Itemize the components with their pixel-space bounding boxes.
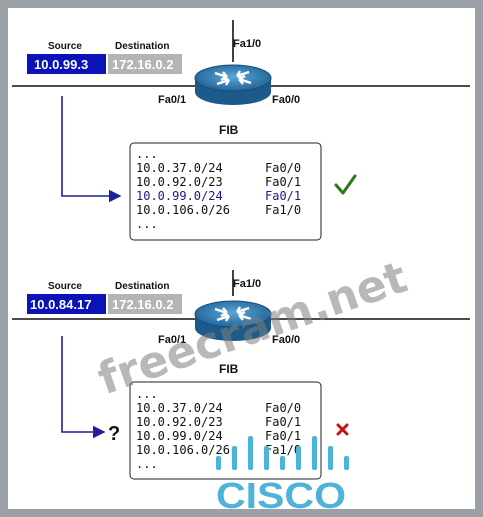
cross-icon bbox=[336, 423, 349, 436]
question-mark: ? bbox=[108, 423, 120, 445]
scenario-1: Source Destination 10.0.99.3 172.16.0.2 … bbox=[12, 20, 470, 241]
source-ip-box bbox=[27, 294, 106, 314]
router-icon bbox=[194, 64, 272, 105]
fib-prefix: ... bbox=[136, 387, 158, 401]
source-ip: 10.0.99.3 bbox=[34, 57, 88, 72]
scenario-2: Source Destination 10.0.84.17 172.16.0.2… bbox=[12, 270, 470, 480]
lookup-arrow bbox=[61, 96, 122, 203]
source-ip: 10.0.84.17 bbox=[30, 297, 91, 312]
fib-prefix: 10.0.99.0/24 bbox=[136, 189, 223, 203]
interface-fa0-0-label: Fa0/0 bbox=[272, 94, 300, 106]
fib-interface: Fa0/0 bbox=[265, 161, 301, 175]
interface-fa0-1-label: Fa0/1 bbox=[158, 94, 186, 106]
fib-prefix: 10.0.92.0/23 bbox=[136, 175, 223, 189]
fib-prefix: 10.0.92.0/23 bbox=[136, 415, 223, 429]
fib-interface: Fa0/1 bbox=[265, 175, 301, 189]
destination-header: Destination bbox=[115, 41, 169, 52]
interface-fa1-0-label: Fa1/0 bbox=[233, 278, 261, 290]
source-header: Source bbox=[48, 281, 82, 292]
source-ip-box bbox=[27, 54, 106, 74]
fib-table bbox=[129, 142, 322, 241]
fib-prefix: 10.0.106.0/26 bbox=[136, 443, 230, 457]
fib-title: FIB bbox=[219, 362, 239, 376]
interface-fa0-0-label: Fa0/0 bbox=[272, 334, 300, 346]
fib-interface: Fa0/1 bbox=[265, 415, 301, 429]
fib-interface: Fa0/1 bbox=[265, 189, 301, 203]
destination-ip-box bbox=[108, 54, 182, 74]
fib-interface: Fa1/0 bbox=[265, 443, 301, 457]
interface-fa0-1-label: Fa0/1 bbox=[158, 334, 186, 346]
lookup-arrow bbox=[61, 336, 106, 439]
router-icon bbox=[194, 300, 272, 341]
source-header: Source bbox=[48, 41, 82, 52]
fib-interface: Fa0/0 bbox=[265, 401, 301, 415]
fib-title: FIB bbox=[219, 123, 239, 137]
fib-prefix: 10.0.37.0/24 bbox=[136, 401, 223, 415]
fib-prefix: ... bbox=[136, 147, 158, 161]
destination-ip: 172.16.0.2 bbox=[112, 297, 173, 312]
checkmark-icon bbox=[334, 174, 357, 195]
fib-interface: Fa0/1 bbox=[265, 429, 301, 443]
fib-prefix: 10.0.99.0/24 bbox=[136, 429, 223, 443]
cisco-logo-text: CISCO bbox=[216, 475, 346, 516]
destination-ip-box bbox=[108, 294, 182, 314]
fib-prefix: 10.0.37.0/24 bbox=[136, 161, 223, 175]
interface-fa1-0-label: Fa1/0 bbox=[233, 38, 261, 50]
destination-ip: 172.16.0.2 bbox=[112, 57, 173, 72]
cisco-logo: CISCO bbox=[216, 436, 349, 516]
fib-prefix: ... bbox=[136, 217, 158, 231]
destination-header: Destination bbox=[115, 281, 169, 292]
fib-table bbox=[129, 381, 322, 480]
fib-interface: Fa1/0 bbox=[265, 203, 301, 217]
fib-prefix: 10.0.106.0/26 bbox=[136, 203, 230, 217]
fib-prefix: ... bbox=[136, 457, 158, 471]
